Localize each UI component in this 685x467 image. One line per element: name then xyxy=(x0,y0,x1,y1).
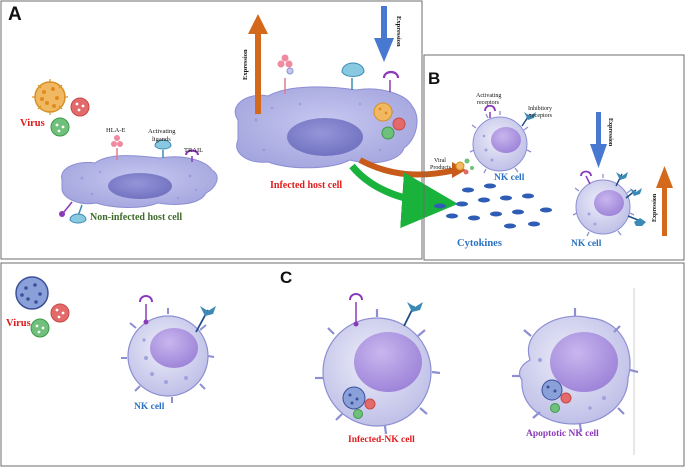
panel-c-activating-receptor-icon xyxy=(139,295,153,325)
apoptotic-virus-red-icon xyxy=(560,392,572,404)
panel-c-virus-red-icon xyxy=(50,303,70,323)
internal-virus-red-icon xyxy=(392,117,406,131)
non-infected-host-cell xyxy=(61,155,218,209)
trail-label: TRAIL xyxy=(184,147,203,154)
infected-host-cell xyxy=(234,86,418,169)
apoptotic-virus-green-icon xyxy=(550,403,560,413)
internal-virus-orange-icon xyxy=(373,102,393,122)
panel-b-expression-up-label: Expression xyxy=(652,193,658,222)
trail-icon xyxy=(185,149,199,162)
non-infected-cell-label: Non-infected host cell xyxy=(90,212,182,223)
inhibitory-receptor-icon xyxy=(521,112,536,127)
nk-cell-2 xyxy=(572,170,646,237)
virus-orange-icon xyxy=(32,79,68,115)
infected-nk-virus-red-icon xyxy=(364,398,376,410)
infected-hla-e-icon xyxy=(277,54,294,94)
cytokines-label: Cytokines xyxy=(457,238,502,249)
panel-c-frame xyxy=(0,262,685,467)
infected-nk-inhibitory-receptor-icon xyxy=(403,302,423,327)
activating-ligands-label-line2: ligands xyxy=(152,136,171,143)
panel-c-virus-label: Virus xyxy=(6,318,31,329)
hla-e-molecule-icon xyxy=(111,135,123,160)
infected-nk-cell-label: Infected-NK cell xyxy=(348,435,415,445)
panel-b-expression-down-arrow-icon xyxy=(590,112,607,168)
panel-a-virus-label: Virus xyxy=(20,118,45,129)
activating-ligands-label-line1: Activating xyxy=(148,128,176,135)
panel-b-expression-up-arrow-icon xyxy=(656,166,673,236)
viral-products-label-line2: Products xyxy=(430,165,452,171)
infected-cell-label: Infected host cell xyxy=(270,180,342,191)
hla-e-label: HLA-E xyxy=(106,127,126,134)
panel-c-virus-blue-icon xyxy=(15,276,49,310)
apoptotic-virus-blue-icon xyxy=(541,379,563,401)
infected-nk-activating-receptor-icon xyxy=(349,293,363,327)
apoptotic-nk-cell-label: Apoptotic NK cell xyxy=(526,429,599,439)
inhibitory-receptors-label-line1: Inhibitory xyxy=(528,106,552,112)
activating-receptor-icon xyxy=(484,104,496,118)
panel-a-expression-up-label: Expression xyxy=(242,49,249,80)
virus-green-icon xyxy=(50,117,70,137)
panel-b-expression-down-label: Expression xyxy=(607,118,613,147)
nucleus xyxy=(108,173,172,199)
virus-red-icon xyxy=(70,97,90,117)
nk-cell-2-label: NK cell xyxy=(571,239,602,249)
arrow-to-cytokines-icon xyxy=(349,163,458,229)
cytokines-icon xyxy=(434,183,552,229)
panel-a-frame xyxy=(0,0,423,260)
activating-receptors-label-line1: Activating xyxy=(476,93,501,99)
infected-activating-ligand-icon xyxy=(341,62,365,90)
infected-nk-cell xyxy=(315,309,441,435)
panel-c-virus-green-icon xyxy=(30,318,50,338)
panel-b-frame xyxy=(423,54,685,261)
viral-products-icon xyxy=(455,158,474,175)
infected-nucleus xyxy=(287,118,363,156)
panel-c-inhibitory-receptor-icon xyxy=(195,306,216,333)
apoptotic-nk-cell xyxy=(512,308,639,433)
panel-a-expression-down-label: Expression xyxy=(395,16,402,47)
lower-receptor-icon xyxy=(59,201,87,224)
infected-trail-icon xyxy=(382,70,400,92)
infected-nk-virus-green-icon xyxy=(353,409,363,419)
activating-receptors-label-line2: receptors xyxy=(477,100,500,106)
panel-c-nk-cell xyxy=(121,308,215,403)
panel-a-letter: A xyxy=(8,4,22,25)
inhibitory-receptors-label-line2: receptors xyxy=(530,113,553,119)
infected-nk-virus-blue-icon xyxy=(342,386,366,410)
expression-up-arrow-icon xyxy=(248,14,268,114)
panel-c-nk-cell-label: NK cell xyxy=(134,402,165,412)
nk-cell-1 xyxy=(469,111,532,174)
expression-down-arrow-icon xyxy=(374,6,394,62)
activating-ligand-icon xyxy=(154,139,172,158)
viral-products-label-line1: Viral xyxy=(434,158,446,164)
panel-b-letter: B xyxy=(428,69,440,88)
nk-cell-1-label: NK cell xyxy=(494,173,525,183)
panel-c-letter: C xyxy=(280,268,292,287)
internal-virus-green-icon xyxy=(381,126,395,140)
